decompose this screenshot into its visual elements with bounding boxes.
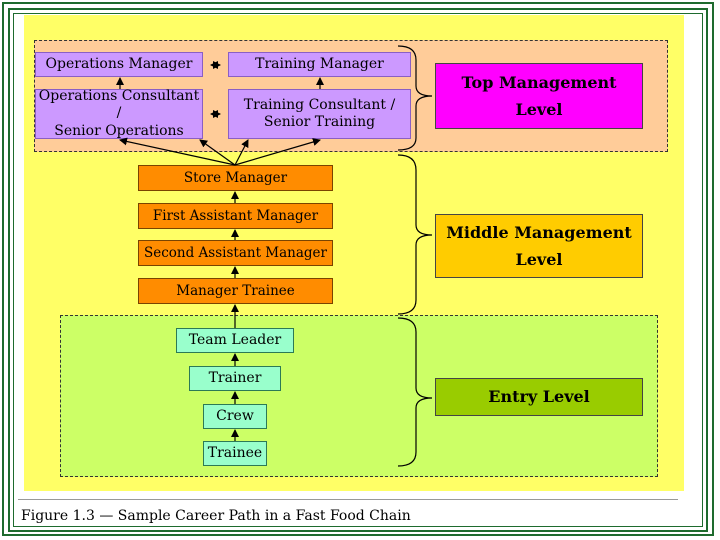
entry-level-label: Entry Level [488, 387, 590, 407]
top-management-level-line1: Top Management [461, 72, 617, 92]
team-leader-box: Team Leader [176, 328, 294, 353]
training-consultant-box: Training Consultant / Senior Training [228, 89, 411, 139]
top-management-level-line2: Level [515, 100, 563, 119]
training-consultant-label-line2: Senior Training [263, 114, 376, 130]
second-assistant-manager-box: Second Assistant Manager [138, 240, 333, 266]
team-leader-label: Team Leader [188, 331, 282, 348]
caption-divider [18, 499, 678, 500]
middle-management-level-box: Middle Management Level [435, 214, 643, 278]
manager-trainee-box: Manager Trainee [138, 278, 333, 304]
inner-frame [8, 8, 708, 532]
operations-consultant-label-line1: Operations Consultant / [38, 87, 200, 122]
store-manager-label: Store Manager [183, 169, 288, 186]
operations-consultant-label-line2: Senior Operations [54, 122, 184, 139]
trainee-box: Trainee [203, 441, 267, 466]
top-management-level-box: Top Management Level [435, 63, 643, 129]
inner-frame-line [13, 13, 703, 527]
arrow-store-manager-to-training-consultant [234, 138, 321, 166]
middle-management-level-line2: Level [515, 250, 563, 269]
training-consultant-label-line1: Training Consultant / [243, 96, 396, 113]
manager-trainee-label: Manager Trainee [176, 282, 295, 299]
entry-level-box: Entry Level [435, 378, 643, 416]
training-manager-box: Training Manager [228, 52, 411, 77]
store-manager-box: Store Manager [138, 165, 333, 191]
crew-label: Crew [216, 407, 254, 424]
top-management-brace [397, 45, 433, 151]
arrow-store-manager-to-training-consultant-2 [234, 139, 249, 166]
operations-manager-box: Operations Manager [35, 52, 203, 77]
middle-management-level-line1: Middle Management [446, 222, 632, 242]
trainer-box: Trainer [189, 366, 281, 391]
entry-level-brace [397, 317, 433, 467]
first-assistant-manager-box: First Assistant Manager [138, 203, 333, 229]
outer-frame [2, 2, 714, 536]
trainer-label: Trainer [208, 369, 262, 386]
arrow-store-manager-to-operations-consultant-2 [199, 139, 236, 166]
training-manager-label: Training Manager [255, 55, 384, 72]
first-assistant-manager-label: First Assistant Manager [152, 207, 319, 224]
middle-management-brace [397, 154, 433, 315]
operations-manager-label: Operations Manager [45, 55, 193, 72]
figure-caption: Figure 1.3 — Sample Career Path in a Fas… [21, 508, 411, 524]
second-assistant-manager-label: Second Assistant Manager [144, 244, 327, 261]
operations-consultant-box: Operations Consultant / Senior Operation… [35, 87, 203, 139]
arrow-store-manager-to-operations-consultant [119, 137, 236, 166]
crew-box: Crew [203, 404, 267, 429]
trainee-label: Trainee [207, 444, 263, 461]
